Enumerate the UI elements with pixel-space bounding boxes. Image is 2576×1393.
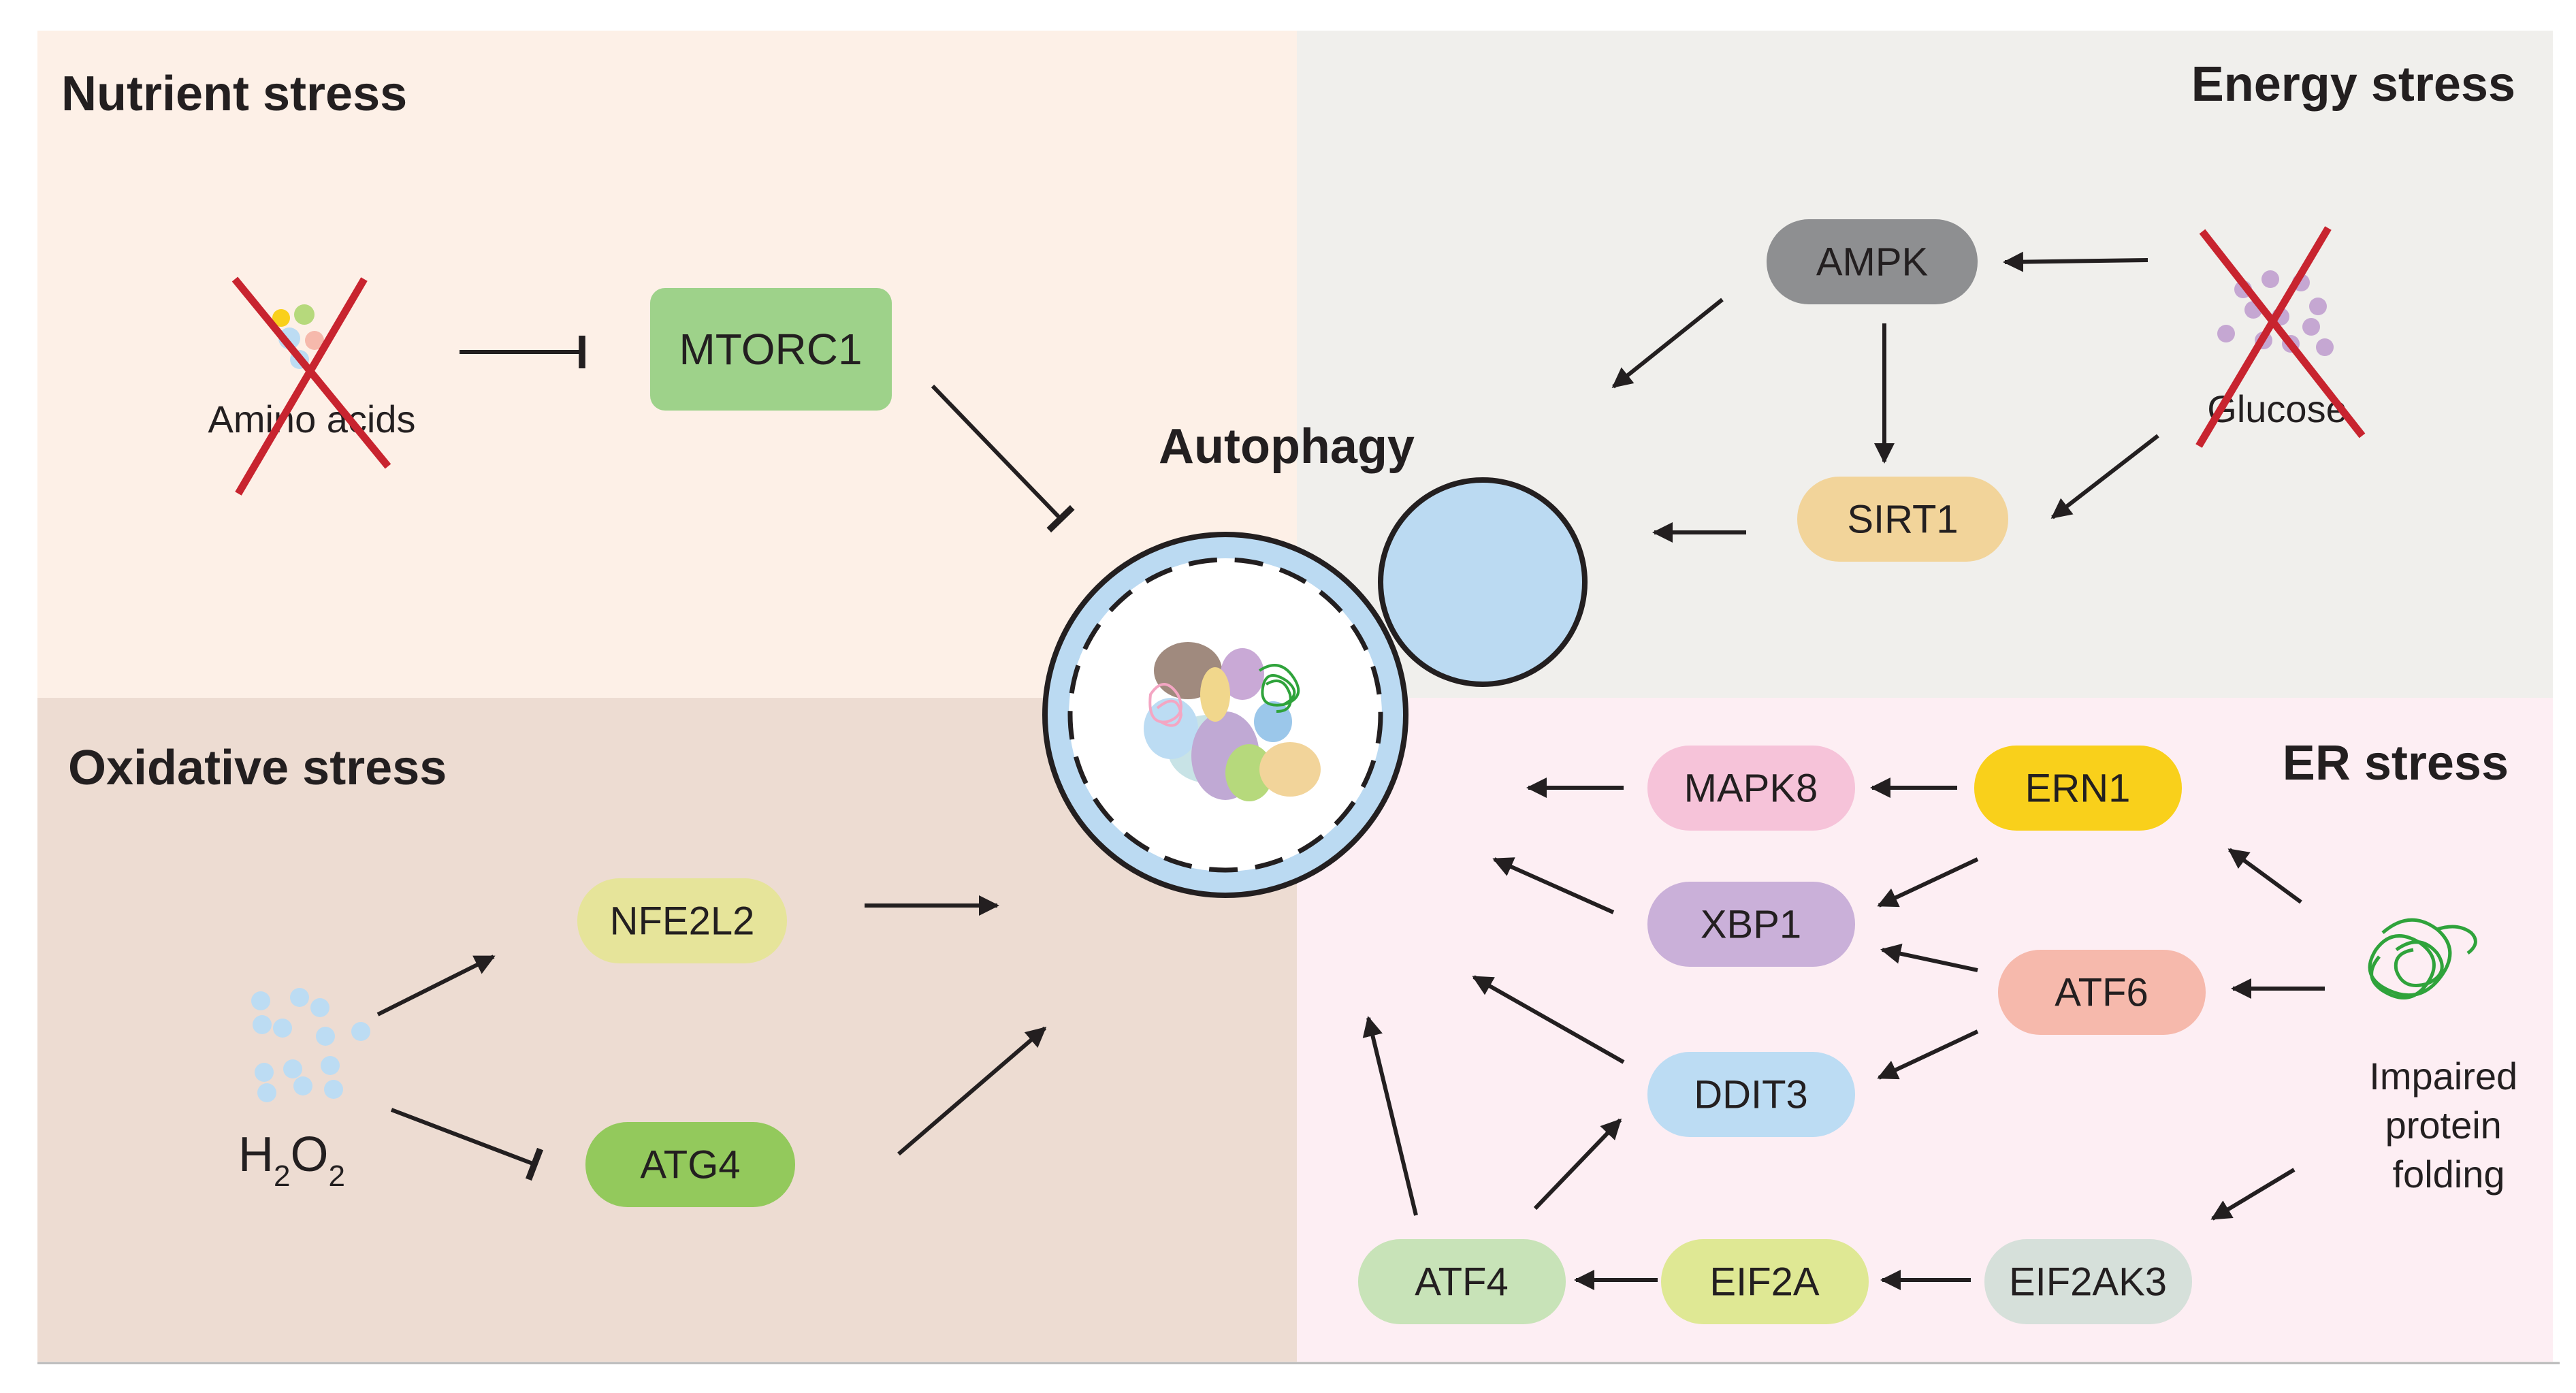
glucose-to-sirt1-arrow — [2050, 434, 2159, 519]
node-ampk: AMPK — [1767, 219, 1978, 304]
nutrient-stress-title: Nutrient stress — [61, 67, 407, 121]
phagophore-bud — [1378, 477, 1588, 687]
amino-acids-cross-icon — [231, 276, 391, 496]
glucose-cross-icon — [2195, 226, 2366, 448]
node-ddit3-label: DDIT3 — [1694, 1073, 1808, 1117]
node-eif2ak3: EIF2AK3 — [1984, 1239, 2192, 1324]
atf6-to-ddit3-arrow — [1877, 1029, 1979, 1080]
h2o2-to-nfe2l2-arrow — [376, 955, 496, 1016]
node-sirt1: SIRT1 — [1797, 477, 2008, 562]
node-nfe2l2-label: NFE2L2 — [610, 899, 755, 944]
energy-stress-title: Energy stress — [2191, 57, 2515, 112]
node-xbp1-label: XBP1 — [1701, 903, 1801, 947]
node-nfe2l2: NFE2L2 — [577, 878, 787, 963]
er-stress-title: ER stress — [2283, 736, 2509, 790]
atf4-to-autophagy-arrow — [1362, 1016, 1418, 1216]
amino-acids-label: Amino acids — [208, 398, 415, 441]
atf4-to-ddit3-arrow — [1533, 1118, 1622, 1211]
atf6-to-xbp1-arrow — [1880, 943, 1978, 972]
node-mtorc1: MTORC1 — [650, 288, 892, 411]
node-mapk8: MAPK8 — [1647, 746, 1855, 831]
node-atg4-label: ATG4 — [640, 1143, 740, 1187]
glucose-to-ampk-arrow — [2003, 251, 2148, 272]
autophagy-title: Autophagy — [1159, 419, 1415, 474]
cargo-cluster — [1144, 642, 1321, 801]
h2o2-label: H2O2 — [238, 1127, 345, 1193]
atg4-to-autophagy-arrow — [897, 1026, 1047, 1156]
autophagosome-inner-membrane — [1067, 557, 1383, 873]
autophagosome — [1042, 477, 1588, 898]
node-atf4-label: ATF4 — [1415, 1260, 1509, 1304]
impaired-folding-to-ern1-arrow — [2227, 848, 2302, 904]
node-eif2ak3-label: EIF2AK3 — [2009, 1260, 2167, 1304]
ern1-to-xbp1-arrow — [1877, 857, 1979, 908]
node-xbp1: XBP1 — [1647, 882, 1855, 967]
node-sirt1-label: SIRT1 — [1847, 498, 1958, 542]
node-ampk-label: AMPK — [1816, 240, 1929, 285]
oxidative-stress-title: Oxidative stress — [68, 741, 447, 795]
h2o2-icon — [251, 988, 370, 1102]
node-ern1: ERN1 — [1974, 746, 2182, 831]
node-atf6: ATF6 — [1998, 950, 2206, 1035]
node-ddit3: DDIT3 — [1647, 1052, 1855, 1137]
node-mapk8-label: MAPK8 — [1684, 767, 1818, 811]
node-atg4: ATG4 — [585, 1122, 795, 1207]
h2o2-inhibits-atg4 — [390, 1108, 544, 1181]
node-ern1-label: ERN1 — [2025, 767, 2131, 811]
impaired-folding-to-eif2ak3-arrow — [2210, 1168, 2296, 1221]
node-eif2a-label: EIF2A — [1709, 1260, 1819, 1304]
node-eif2a: EIF2A — [1661, 1239, 1869, 1324]
node-atf6-label: ATF6 — [2055, 971, 2148, 1015]
mtorc1-inhibits-autophagy — [931, 384, 1075, 533]
ampk-to-autophagy-arrow — [1611, 298, 1724, 389]
node-mtorc1-label: MTORC1 — [679, 325, 862, 374]
xbp1-to-autophagy-arrow — [1492, 857, 1615, 914]
misfolded-protein-icon — [2368, 918, 2477, 999]
node-atf4: ATF4 — [1358, 1239, 1566, 1324]
impaired-protein-folding-label: Impaired protein folding — [2369, 1055, 2528, 1196]
ddit3-to-autophagy-arrow — [1472, 975, 1625, 1064]
